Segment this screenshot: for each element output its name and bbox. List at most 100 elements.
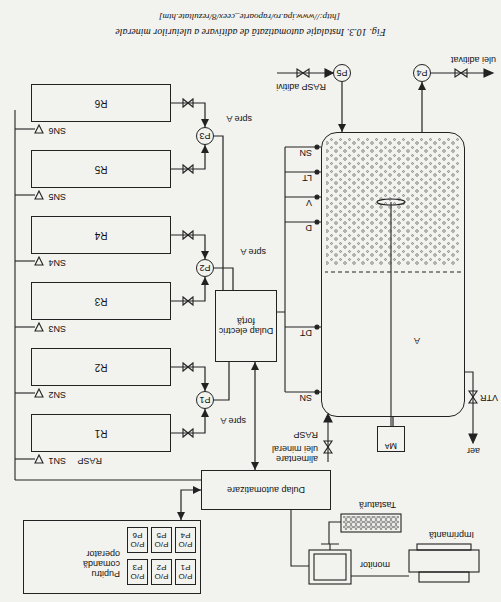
text-block: P4 (414, 66, 430, 81)
signal-wire (329, 522, 341, 544)
vessel-sensor (315, 145, 319, 149)
text-block: P/OP3 (128, 561, 147, 584)
tank-fittings (15, 326, 35, 327)
panel-button: P/OP5 (151, 527, 172, 553)
panel-button: P/OP2 (151, 559, 172, 585)
connector (171, 235, 205, 259)
tank: R5 (31, 150, 171, 188)
text-block: P1 (197, 393, 213, 408)
tank-fittings (35, 125, 43, 133)
pipe (325, 69, 333, 77)
node-text: Dulap automatizare (227, 486, 305, 496)
connector (181, 490, 201, 520)
connector (392, 417, 393, 426)
part-label: SN4 (47, 258, 67, 268)
cabinet: Dulap automatizare (201, 470, 331, 510)
part-label: SN1 (47, 456, 67, 466)
tank-fittings (15, 260, 35, 261)
cabinet: Dulap electric forță (215, 290, 277, 362)
tank-fittings (15, 99, 193, 463)
connector (171, 367, 205, 391)
pump: P2 (196, 259, 214, 277)
text-block: P/OP1 (176, 561, 195, 584)
part-label: monitor (359, 560, 391, 570)
monitor-drawing (314, 554, 346, 580)
part-label: SN5 (47, 192, 67, 202)
pipe (455, 69, 467, 77)
part-label: RASP (76, 456, 103, 466)
vessel-sensor (315, 390, 319, 394)
connector (171, 103, 205, 127)
keyboard-drawing (341, 514, 401, 532)
source-link: [http://www.ipa.ro/rapoarte_ceex/8/rezul… (18, 12, 481, 22)
node-text: R3 (95, 297, 108, 307)
part-label: ulei aditivat (450, 55, 497, 65)
node-text: R6 (95, 99, 108, 109)
text-block: P5 (334, 66, 350, 81)
pipe (297, 69, 309, 77)
pipe (324, 414, 332, 422)
part-label: D (305, 223, 314, 233)
pipe (469, 391, 477, 403)
node-text: P4 (181, 532, 191, 541)
node-text: Dulap electric forță (216, 317, 276, 337)
node-text: P4 (417, 69, 428, 79)
pipe (324, 441, 332, 453)
pipe (469, 434, 477, 443)
part-label: SN6 (47, 126, 67, 136)
tank: R6 (31, 84, 171, 122)
pump: P4 (413, 64, 431, 82)
tank-fittings (35, 257, 43, 265)
part-label: SN (298, 393, 313, 403)
node-text: P3 (200, 132, 211, 142)
text-block: P/OP2 (152, 561, 171, 584)
text-block: R4 (32, 218, 170, 253)
part-label: VTR (479, 393, 499, 403)
vessel-sensor (315, 170, 319, 174)
printer-drawing (417, 544, 471, 550)
tank-fittings (35, 455, 43, 463)
vessel-sensor (315, 325, 319, 329)
tank: R2 (31, 348, 171, 386)
connector (214, 136, 223, 290)
mixing-vessel: A (321, 132, 465, 417)
printer-drawing (409, 544, 479, 582)
node-text: Pupitru comandă operator (64, 549, 120, 579)
text-block: P/OP4 (176, 529, 195, 552)
node-text: A (414, 336, 420, 346)
part-label: alimentare ulei mineral (265, 444, 319, 464)
node-text: P2 (200, 264, 211, 274)
node-text: M (390, 441, 398, 451)
control-panel: Pupitru comandă operatorP/OP1P/OP2P/OP3P… (23, 520, 201, 594)
node-text: P1 (200, 396, 211, 406)
node-text: P1 (181, 564, 191, 573)
text-block: R6 (32, 86, 170, 121)
node-text: P5 (337, 69, 348, 79)
connector (421, 82, 422, 132)
connector (171, 409, 205, 433)
part-label: RASP (292, 430, 319, 440)
figure-caption: Fig. 10.3. Instalație automatizată de ad… (20, 26, 481, 38)
vessel-sensor (285, 147, 321, 392)
connector (341, 82, 342, 132)
tank-fittings (15, 458, 35, 459)
node-text: R5 (95, 165, 108, 175)
tank-fittings (35, 323, 43, 331)
text-block: Dulap automatizare (202, 472, 330, 509)
node-text: P6 (133, 532, 143, 541)
node-text: A (385, 441, 390, 451)
vessel-sensor (285, 145, 321, 394)
part-label: V (305, 198, 313, 208)
text-block: P/OP6 (128, 529, 147, 552)
tank: R1 (31, 414, 171, 452)
part-label: Tastatură (358, 500, 397, 510)
text-block: P2 (197, 261, 213, 276)
liquid (325, 138, 461, 272)
node-text: P/O (131, 541, 145, 550)
part-label: DT (299, 328, 313, 338)
vessel-sensor (315, 220, 319, 224)
text-block: R5 (32, 152, 170, 187)
tank: R4 (31, 216, 171, 254)
tank-fittings (35, 191, 43, 199)
